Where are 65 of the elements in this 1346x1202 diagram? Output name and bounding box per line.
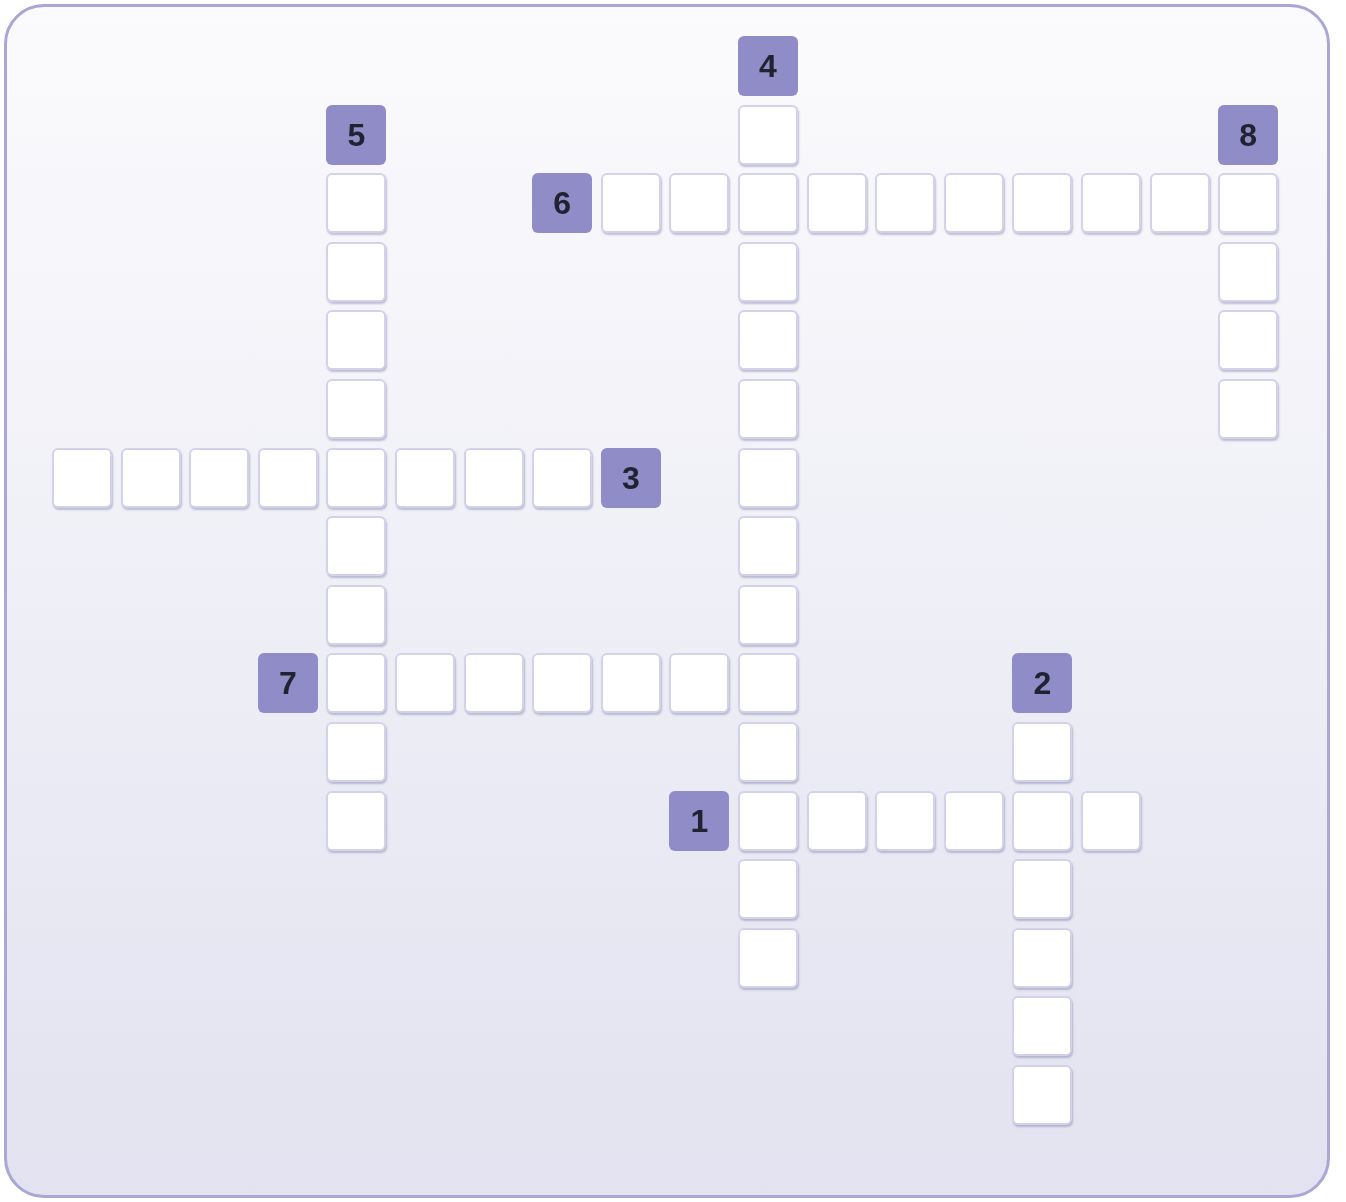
answer-cell [738, 653, 798, 714]
answer-cell [738, 241, 798, 302]
answer-cell [943, 173, 1004, 234]
answer-cell [600, 173, 661, 234]
answer-cell [326, 584, 387, 645]
answer-cell [1012, 790, 1073, 851]
clue-number-tag: 7 [257, 653, 318, 714]
answer-cell [189, 447, 250, 508]
answer-cell [738, 722, 798, 782]
answer-cell [326, 790, 387, 851]
answer-cell [943, 790, 1004, 851]
clue-number-tag: 3 [600, 447, 661, 508]
answer-cell [326, 379, 387, 439]
clue-number-tag: 6 [532, 173, 593, 234]
answer-cell [463, 447, 524, 508]
answer-cell [738, 927, 798, 988]
clue-number-tag: 2 [1012, 653, 1073, 714]
answer-cell [738, 790, 798, 851]
answer-cell [326, 173, 387, 234]
answer-cell [738, 447, 798, 508]
answer-cell [395, 653, 455, 714]
answer-cell [738, 859, 798, 920]
clue-number-tag: 1 [669, 790, 730, 851]
answer-cell [600, 653, 661, 714]
answer-cell [257, 447, 318, 508]
answer-cell [738, 379, 798, 439]
answer-cell [326, 241, 387, 302]
answer-cell [738, 516, 798, 577]
answer-cell [1218, 379, 1279, 439]
clue-number-tag: 4 [738, 36, 798, 96]
answer-cell [669, 173, 730, 234]
answer-cell [1149, 173, 1210, 234]
answer-cell [326, 310, 387, 371]
answer-cell [806, 790, 867, 851]
answer-cell [669, 653, 730, 714]
answer-cell [1012, 1065, 1073, 1125]
answer-cell [1012, 722, 1073, 782]
answer-cell [738, 310, 798, 371]
answer-cell [1218, 241, 1279, 302]
answer-cell [52, 447, 112, 508]
answer-cell [532, 447, 593, 508]
answer-cell [738, 173, 798, 234]
answer-cell [1081, 173, 1141, 234]
answer-cell [875, 790, 936, 851]
answer-cell [326, 516, 387, 577]
answer-cell [1081, 790, 1141, 851]
answer-cell [1012, 859, 1073, 920]
answer-cell [875, 173, 936, 234]
answer-cell [1218, 173, 1279, 234]
answer-cell [1012, 996, 1073, 1057]
clue-number-tag: 8 [1218, 104, 1279, 165]
answer-cell [532, 653, 593, 714]
answer-cell [326, 722, 387, 782]
answer-cell [326, 653, 387, 714]
answer-cell [738, 584, 798, 645]
clue-number-tag: 5 [326, 104, 387, 165]
answer-cell [806, 173, 867, 234]
answer-cell [463, 653, 524, 714]
answer-cell [395, 447, 455, 508]
answer-cell [326, 447, 387, 508]
answer-cell [1218, 310, 1279, 371]
answer-cell [120, 447, 181, 508]
answer-cell [738, 104, 798, 165]
answer-cell [1012, 927, 1073, 988]
answer-cell [1012, 173, 1073, 234]
